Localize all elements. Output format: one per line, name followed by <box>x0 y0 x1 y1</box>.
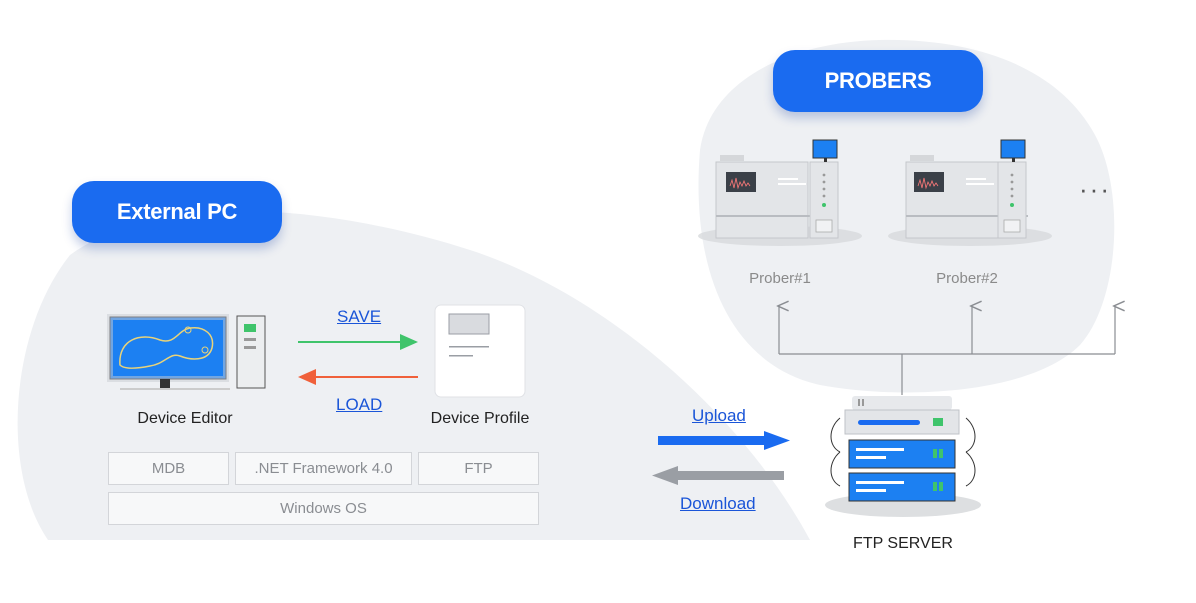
download-arrow <box>652 466 784 485</box>
prober-2-label: Prober#2 <box>936 270 998 287</box>
device-profile-label: Device Profile <box>430 410 530 427</box>
prober-1-label: Prober#1 <box>749 270 811 287</box>
prober-connection-lines <box>779 306 1115 395</box>
download-link[interactable]: Download <box>680 494 756 513</box>
load-link[interactable]: LOAD <box>336 395 383 414</box>
more-probers-ellipsis: ··· <box>1079 174 1111 204</box>
upload-link[interactable]: Upload <box>692 406 746 425</box>
upload-arrow <box>658 431 790 450</box>
probers-title: PROBERS <box>773 50 983 112</box>
stack-windows-os: Windows OS <box>108 492 539 525</box>
stack-net-framework: .NET Framework 4.0 <box>235 452 412 485</box>
stack-mdb: MDB <box>108 452 229 485</box>
prober-1-machine-icon <box>698 139 862 246</box>
device-editor-computer-icon <box>107 314 266 390</box>
device-profile-document-icon <box>434 304 526 398</box>
prober-2-machine-icon <box>888 139 1052 246</box>
ftp-server-label: FTP SERVER <box>853 535 953 552</box>
stack-ftp: FTP <box>418 452 539 485</box>
device-editor-label: Device Editor <box>137 410 233 427</box>
save-link[interactable]: SAVE <box>337 307 382 326</box>
external-pc-title: External PC <box>72 181 282 243</box>
ftp-server-rack-icon <box>825 396 981 517</box>
